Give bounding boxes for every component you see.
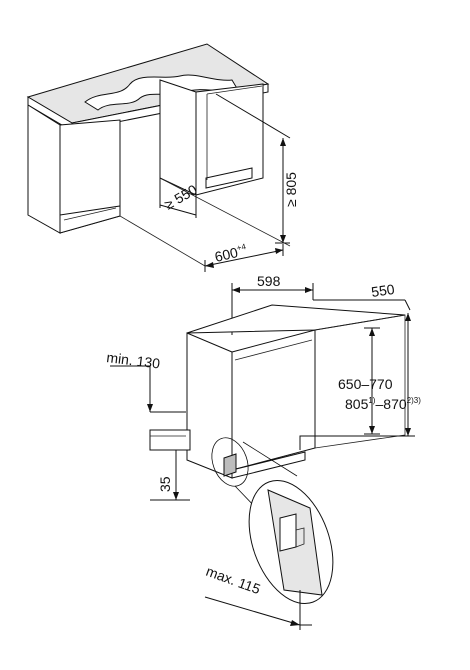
max-label: max. 115 bbox=[204, 563, 263, 597]
appliance-width-arrow-left bbox=[232, 287, 240, 293]
niche-floor-line bbox=[119, 177, 291, 267]
height-range-arrow-top bbox=[369, 328, 375, 336]
plinth-height-arrow bbox=[173, 492, 179, 500]
appliance-door-inner bbox=[234, 339, 313, 361]
width-arrow-right bbox=[275, 248, 283, 254]
width-arrow-left bbox=[205, 262, 214, 268]
depth-dim-line bbox=[159, 178, 197, 218]
plinth-height-label: 35 bbox=[157, 476, 173, 492]
height-range-arrow-bottom bbox=[369, 426, 375, 434]
right-cabinet-plinth bbox=[205, 167, 253, 189]
right-cabinet-left-side bbox=[159, 79, 197, 196]
total-height-dim bbox=[299, 313, 415, 450]
width-label: 600+4 bbox=[213, 242, 249, 265]
niche-drawing: ≥ 805 ≥ 550 600+4 bbox=[26, 43, 299, 272]
plinth-offset-dim bbox=[110, 365, 186, 413]
total-height-arrow-top bbox=[405, 313, 411, 321]
left-cabinet-plinth-recess bbox=[63, 207, 117, 221]
max-dim bbox=[204, 590, 312, 630]
detail-foot bbox=[279, 513, 297, 552]
appliance-width-label: 598 bbox=[257, 273, 281, 289]
right-cabinet-front-panel bbox=[206, 85, 263, 180]
appliance-drawing: 598 550 650–770 8051)–8702)3) min. 130 bbox=[106, 273, 421, 630]
height-arrow-bottom bbox=[280, 235, 286, 243]
total-height-label: 8051)–8702)3) bbox=[345, 396, 421, 412]
height-dim-line bbox=[215, 93, 291, 244]
appliance-door bbox=[231, 329, 316, 471]
appliance-back-edge bbox=[314, 314, 406, 449]
plinth-height-dim bbox=[150, 450, 190, 501]
appliance-foot bbox=[223, 453, 237, 477]
appliance-side bbox=[186, 332, 233, 479]
left-cabinet-front bbox=[27, 104, 61, 234]
detail-marker-circle bbox=[211, 437, 249, 487]
plinth-bracket bbox=[149, 429, 191, 451]
appliance-depth-label: 550 bbox=[370, 281, 396, 300]
height-range-label: 650–770 bbox=[338, 376, 393, 392]
total-height-arrow-bottom bbox=[405, 428, 411, 436]
plinth-offset-arrow bbox=[147, 404, 153, 412]
height-arrow-top bbox=[280, 138, 286, 146]
appliance-depth-dim bbox=[313, 299, 411, 311]
height-label: ≥ 805 bbox=[283, 172, 299, 207]
appliance-plinth bbox=[231, 451, 306, 479]
appliance-width-arrow-right bbox=[305, 287, 313, 293]
detail-foot-notch bbox=[295, 527, 305, 548]
plinth-offset-label: min. 130 bbox=[106, 349, 161, 371]
max-arrow bbox=[290, 620, 300, 626]
